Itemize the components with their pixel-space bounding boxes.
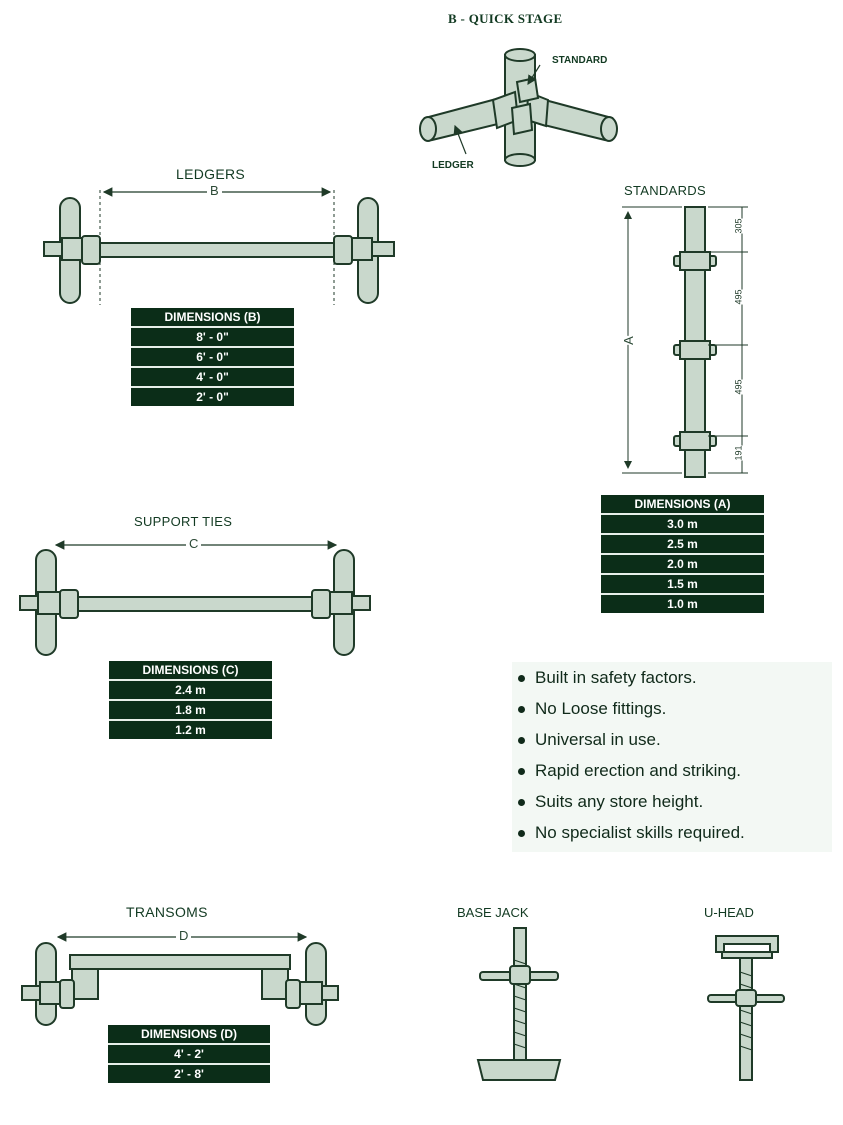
u-head-drawing xyxy=(707,935,785,1081)
ledger-dimension-letter: B xyxy=(207,183,222,198)
list-item: Suits any store height. xyxy=(512,786,832,817)
table-row: 4' - 0" xyxy=(131,368,294,388)
table-row: 1.8 m xyxy=(109,701,272,721)
table-row: 2' - 8' xyxy=(174,1067,204,1081)
table-row: 1.0 m xyxy=(667,597,698,611)
table-row: 1.2 m xyxy=(175,723,206,737)
list-item: Universal in use. xyxy=(512,724,832,755)
standard-spacing-3: 495 xyxy=(733,379,744,395)
base-jack-title: BASE JACK xyxy=(457,905,529,920)
transom-dimension-letter: D xyxy=(176,928,192,943)
standard-dimensions-table: DIMENSIONS (A) 3.0 m 2.5 m 2.0 m 1.5 m 1… xyxy=(601,495,764,613)
u-head-title: U-HEAD xyxy=(704,905,754,920)
bullet-icon xyxy=(518,768,525,776)
table-header: DIMENSIONS (A) xyxy=(601,495,764,515)
bullet-icon xyxy=(518,706,525,714)
ledger-pointer xyxy=(453,124,467,155)
quick-stage-drawing xyxy=(419,48,618,167)
transoms-title: TRANSOMS xyxy=(126,904,208,920)
table-header: DIMENSIONS (D) xyxy=(108,1025,270,1045)
table-row: 2.4 m xyxy=(109,681,272,701)
table-row: 4' - 2' xyxy=(108,1045,270,1065)
bullet-icon xyxy=(518,737,525,745)
bullet-icon xyxy=(518,799,525,807)
ledger-callout-label: LEDGER xyxy=(432,160,474,171)
bullet-icon xyxy=(518,830,525,838)
table-row: 2' - 0" xyxy=(196,390,229,404)
standard-dimensions xyxy=(622,206,748,474)
table-row: 2.0 m xyxy=(601,555,764,575)
support-tie-drawing xyxy=(19,549,371,656)
table-row: 2.5 m xyxy=(601,535,764,555)
list-item: Rapid erection and striking. xyxy=(512,755,832,786)
feature-text: No Loose fittings. xyxy=(535,699,667,718)
standard-pointer xyxy=(527,64,541,86)
standard-drawing xyxy=(673,206,717,478)
ledgers-title: LEDGERS xyxy=(176,166,246,182)
support-ties-title: SUPPORT TIES xyxy=(134,514,233,529)
support-tie-dimensions-table: DIMENSIONS (C) 2.4 m 1.8 m 1.2 m xyxy=(109,661,272,739)
list-item: Built in safety factors. xyxy=(512,662,832,693)
transom-dimensions-table: DIMENSIONS (D) 4' - 2' 2' - 8' xyxy=(108,1025,270,1083)
feature-text: Universal in use. xyxy=(535,730,661,749)
features-list: Built in safety factors. No Loose fittin… xyxy=(512,662,832,848)
support-tie-dimension-letter: C xyxy=(186,536,202,551)
table-header: DIMENSIONS (C) xyxy=(109,661,272,681)
table-header: DIMENSIONS (B) xyxy=(131,308,294,328)
standard-dimension-letter: A xyxy=(618,336,638,345)
bullet-icon xyxy=(518,675,525,683)
base-jack-drawing xyxy=(476,927,562,1081)
feature-text: Built in safety factors. xyxy=(535,668,697,687)
standard-spacing-1: 305 xyxy=(733,218,744,234)
standard-spacing-2: 495 xyxy=(733,289,744,305)
list-item: No Loose fittings. xyxy=(512,693,832,724)
features-panel: Built in safety factors. No Loose fittin… xyxy=(512,662,832,852)
ledger-drawing xyxy=(43,197,395,304)
table-row: 8' - 0" xyxy=(131,328,294,348)
feature-text: Rapid erection and striking. xyxy=(535,761,742,780)
standards-title: STANDARDS xyxy=(624,183,706,198)
feature-text: No specialist skills required. xyxy=(535,823,745,842)
ledger-dimensions-table: DIMENSIONS (B) 8' - 0" 6' - 0" 4' - 0" 2… xyxy=(131,308,294,406)
feature-text: Suits any store height. xyxy=(535,792,704,811)
table-row: 6' - 0" xyxy=(131,348,294,368)
table-row: 3.0 m xyxy=(601,515,764,535)
quick-stage-title: B - QUICK STAGE xyxy=(448,11,563,26)
standard-spacing-4: 191 xyxy=(733,445,744,461)
table-row: 1.5 m xyxy=(601,575,764,595)
list-item: No specialist skills required. xyxy=(512,817,832,848)
transom-drawing xyxy=(21,942,339,1026)
standard-callout-label: STANDARD xyxy=(552,55,608,66)
